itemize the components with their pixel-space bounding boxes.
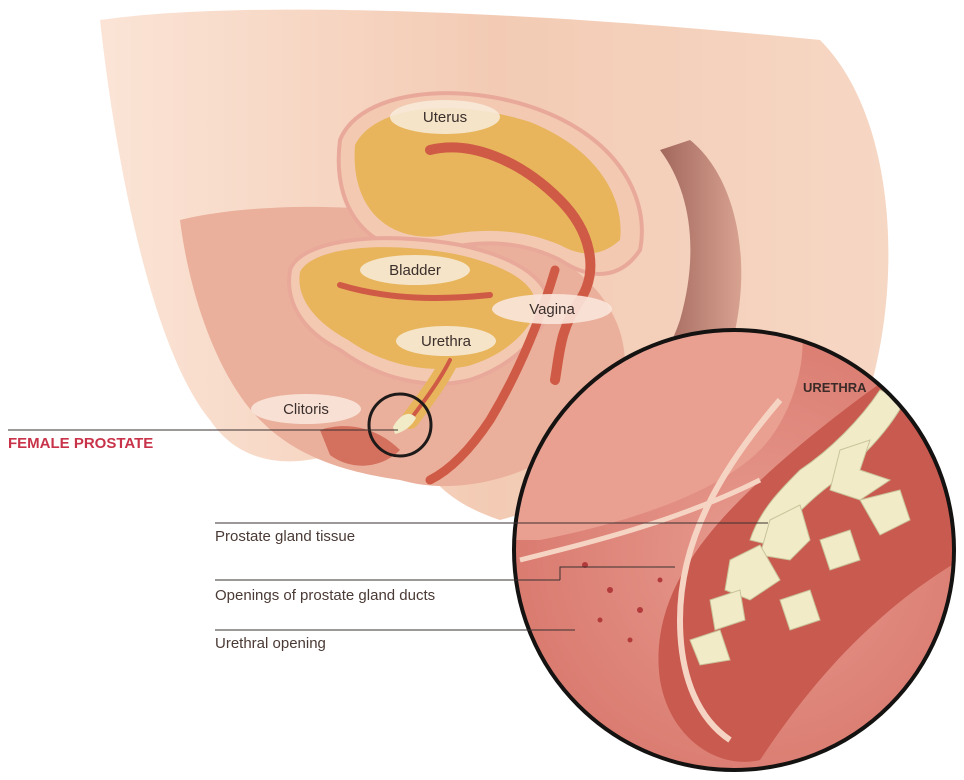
bladder-label: Bladder [389,262,441,279]
urethral-opening-label: Urethral opening [215,635,326,652]
inset-urethra-label: URETHRA [803,380,867,395]
vagina-label: Vagina [529,301,575,318]
urethra-label: Urethra [421,333,472,350]
clitoris-label: Clitoris [283,401,329,418]
uterus-label: Uterus [423,109,467,126]
duct-openings-label: Openings of prostate gland ducts [215,587,435,604]
female-prostate-callout: FEMALE PROSTATE [8,435,153,452]
prostate-tissue-label: Prostate gland tissue [215,528,355,545]
